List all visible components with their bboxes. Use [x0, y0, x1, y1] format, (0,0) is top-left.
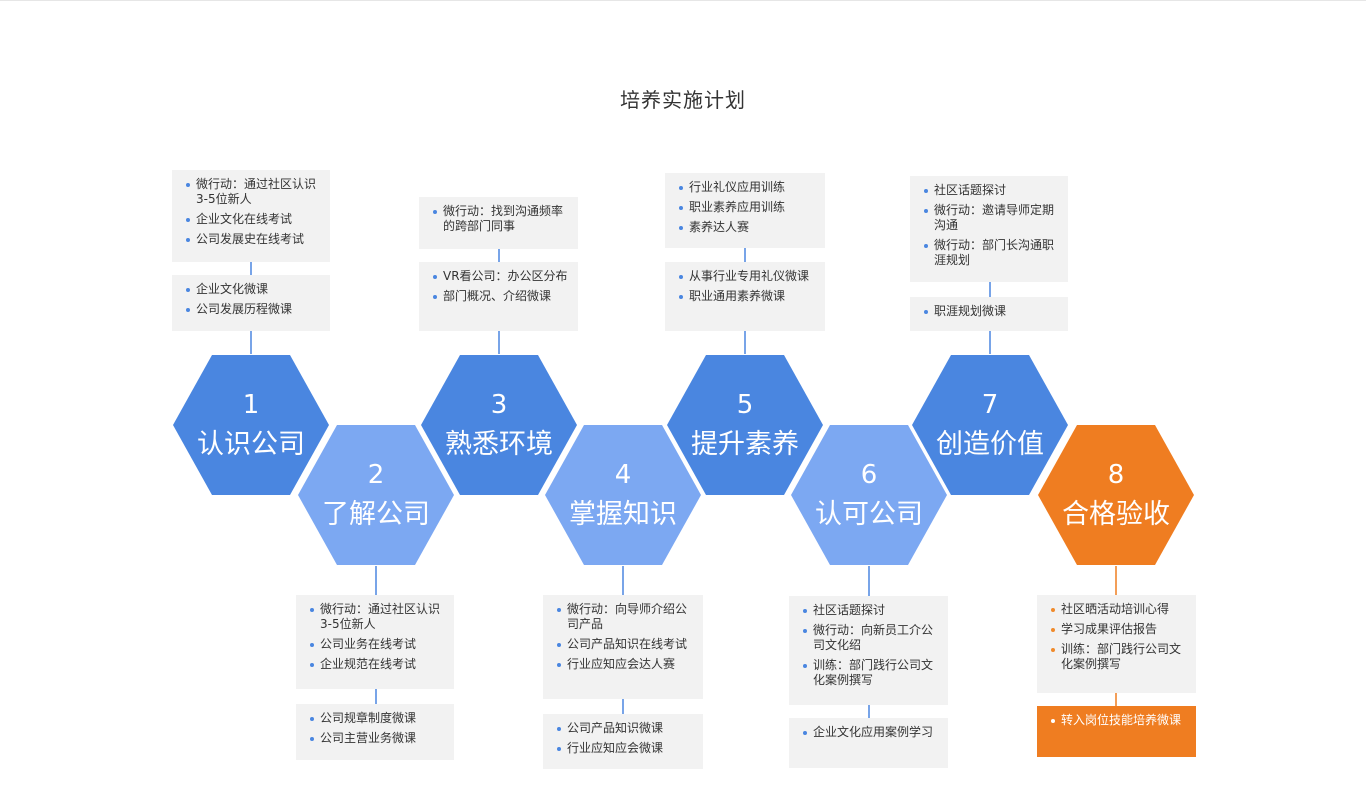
- step-hexagon-2: 2 了解公司: [298, 425, 454, 565]
- list-item: 微行动：向导师介绍公司产品: [557, 602, 695, 632]
- step-number: 4: [615, 460, 632, 490]
- list-item: 公司产品知识在线考试: [557, 637, 695, 652]
- top-divider: [0, 0, 1366, 1]
- step-label: 提升素养: [691, 429, 799, 460]
- hexagon-shape: [912, 355, 1068, 495]
- step3-activities-box: 微行动：找到沟通频率的跨部门同事: [419, 197, 578, 249]
- step-label: 认可公司: [815, 499, 923, 530]
- list-item: 训练：部门践行公司文化案例撰写: [803, 658, 940, 688]
- step1-activities-box: 微行动：通过社区认识3-5位新人企业文化在线考试公司发展史在线考试: [172, 170, 330, 262]
- list-item: 企业文化应用案例学习: [803, 725, 940, 740]
- step-hexagon-1: 1 认识公司: [173, 355, 329, 495]
- list-item: 公司规章制度微课: [310, 711, 446, 726]
- step-hexagon-4: 4 掌握知识: [545, 425, 701, 565]
- step7-activities-box: 社区话题探讨微行动：邀请导师定期沟通微行动：部门长沟通职涯规划: [910, 176, 1068, 282]
- step2-activities-box: 微行动：通过社区认识3-5位新人公司业务在线考试企业规范在线考试: [296, 595, 454, 689]
- step4-courses-box: 公司产品知识微课行业应知应会微课: [543, 714, 703, 769]
- step5-courses-box: 从事行业专用礼仪微课职业通用素养微课: [665, 262, 825, 331]
- hexagon-shape: [791, 425, 947, 565]
- list-item: 微行动：通过社区认识3-5位新人: [310, 602, 446, 632]
- step7-courses-box: 职涯规划微课: [910, 297, 1068, 331]
- list-item: 微行动：部门长沟通职涯规划: [924, 238, 1060, 268]
- list-item: 行业礼仪应用训练: [679, 180, 817, 195]
- list-item: 行业应知应会微课: [557, 741, 695, 756]
- hexagon-shape: [421, 355, 577, 495]
- page-title: 培养实施计划: [620, 88, 746, 112]
- step-label: 认识公司: [197, 429, 305, 460]
- hexagon-shape: [173, 355, 329, 495]
- step-number: 2: [368, 460, 385, 490]
- step-number: 3: [491, 390, 508, 420]
- step-number: 7: [982, 390, 999, 420]
- step-label: 创造价值: [936, 429, 1044, 460]
- step-hexagon-8: 8 合格验收: [1038, 425, 1194, 565]
- hexagon-shape: [298, 425, 454, 565]
- step5-activities-box: 行业礼仪应用训练职业素养应用训练素养达人赛: [665, 173, 825, 248]
- list-item: 公司产品知识微课: [557, 721, 695, 736]
- list-item: 微行动：找到沟通频率的跨部门同事: [433, 204, 570, 234]
- step6-courses-box: 企业文化应用案例学习: [789, 718, 948, 768]
- list-item: 微行动：通过社区认识3-5位新人: [186, 177, 322, 207]
- hexagon-shape: [667, 355, 823, 495]
- list-item: 社区话题探讨: [803, 603, 940, 618]
- list-item: 素养达人赛: [679, 220, 817, 235]
- step-label: 合格验收: [1062, 499, 1170, 530]
- list-item: 训练：部门践行公司文化案例撰写: [1051, 642, 1188, 672]
- list-item: 职业通用素养微课: [679, 289, 817, 304]
- step4-activities-box: 微行动：向导师介绍公司产品公司产品知识在线考试行业应知应会达人赛: [543, 595, 703, 699]
- list-item: 公司发展历程微课: [186, 302, 322, 317]
- step6-activities-box: 社区话题探讨微行动：向新员工介公司文化绍训练：部门践行公司文化案例撰写: [789, 596, 948, 705]
- step8-activities-box: 社区晒活动培训心得学习成果评估报告训练：部门践行公司文化案例撰写: [1037, 595, 1196, 693]
- hexagon-shape: [545, 425, 701, 565]
- list-item: 微行动：邀请导师定期沟通: [924, 203, 1060, 233]
- step-number: 8: [1108, 460, 1125, 490]
- step-hexagon-7: 7 创造价值: [912, 355, 1068, 495]
- step-hexagon-6: 6 认可公司: [791, 425, 947, 565]
- step1-courses-box: 企业文化微课公司发展历程微课: [172, 275, 330, 331]
- list-item: 职业素养应用训练: [679, 200, 817, 215]
- list-item: 学习成果评估报告: [1051, 622, 1188, 637]
- step-hexagon-5: 5 提升素养: [667, 355, 823, 495]
- list-item: 公司主营业务微课: [310, 731, 446, 746]
- step-number: 5: [737, 390, 754, 420]
- list-item: 公司业务在线考试: [310, 637, 446, 652]
- step-number: 1: [243, 390, 260, 420]
- list-item: 企业文化在线考试: [186, 212, 322, 227]
- step-hexagon-3: 3 熟悉环境: [421, 355, 577, 495]
- step-number: 6: [861, 460, 878, 490]
- list-item: 微行动：向新员工介公司文化绍: [803, 623, 940, 653]
- list-item: 公司发展史在线考试: [186, 232, 322, 247]
- step3-courses-box: VR看公司：办公区分布部门概况、介绍微课: [419, 262, 578, 331]
- step8-next-box: 转入岗位技能培养微课: [1037, 706, 1196, 757]
- hexagon-shape: [1038, 425, 1194, 565]
- list-item: 部门概况、介绍微课: [433, 289, 570, 304]
- list-item: VR看公司：办公区分布: [433, 269, 570, 284]
- step-label: 了解公司: [322, 499, 430, 530]
- list-item: 社区话题探讨: [924, 183, 1060, 198]
- connector-lines: [250, 248, 1117, 718]
- list-item: 职涯规划微课: [924, 304, 1060, 319]
- list-item: 从事行业专用礼仪微课: [679, 269, 817, 284]
- list-item: 行业应知应会达人赛: [557, 657, 695, 672]
- list-item: 企业文化微课: [186, 282, 322, 297]
- step-label: 熟悉环境: [445, 429, 553, 460]
- list-item: 企业规范在线考试: [310, 657, 446, 672]
- step2-courses-box: 公司规章制度微课公司主营业务微课: [296, 704, 454, 760]
- step-label: 掌握知识: [569, 499, 677, 530]
- list-item: 转入岗位技能培养微课: [1051, 713, 1188, 728]
- list-item: 社区晒活动培训心得: [1051, 602, 1188, 617]
